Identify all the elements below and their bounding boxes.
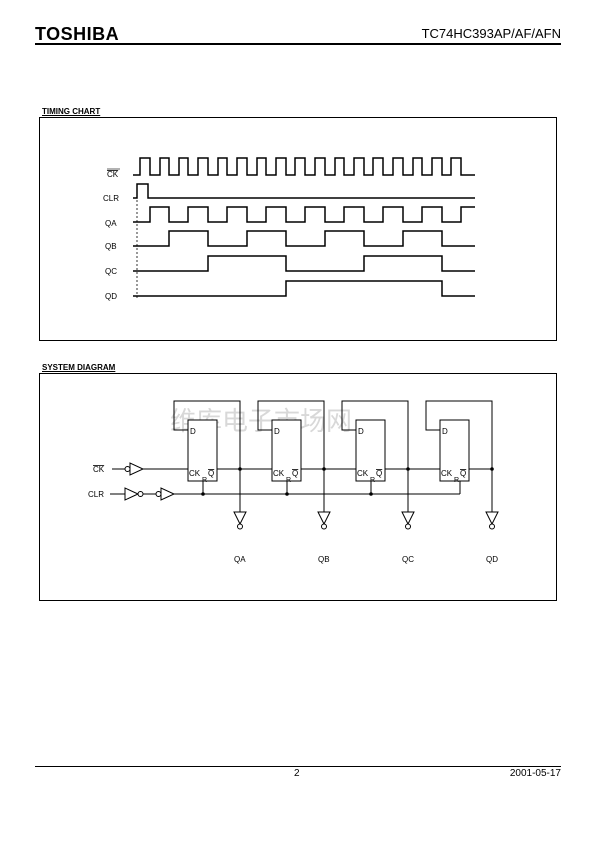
output-label-qd: QD — [486, 555, 498, 564]
ck-input-bubble — [124, 466, 131, 472]
svg-text:CK: CK — [189, 469, 201, 478]
svg-text:Q: Q — [292, 469, 298, 478]
svg-text:R: R — [202, 477, 207, 484]
brand-logo: TOSHIBA — [35, 24, 120, 44]
system-diagram-title: SYSTEM DIAGRAM — [42, 363, 116, 372]
clr-inverter-icon — [124, 487, 140, 501]
input-label-ck: CK — [93, 465, 105, 474]
waveform-qd — [133, 280, 475, 297]
timing-chart-frame — [39, 117, 557, 341]
timing-chart-title: TIMING CHART — [42, 107, 101, 116]
svg-text:D: D — [274, 427, 280, 436]
svg-text:CK: CK — [273, 469, 285, 478]
svg-text:Q: Q — [208, 469, 214, 478]
system-diagram-frame — [39, 373, 557, 601]
document-date: 2001-05-17 — [509, 768, 561, 779]
signal-label-qd: QD — [105, 292, 117, 301]
output-inverter-d-icon — [485, 511, 499, 526]
output-inverter-c-icon — [401, 511, 415, 526]
signal-label-qb: QB — [105, 242, 117, 251]
signal-label-clr: CLR — [103, 194, 119, 203]
output-inverter-b-icon — [317, 511, 331, 526]
svg-text:CK: CK — [357, 469, 369, 478]
flip-flop-b: D CK R Q — [257, 400, 356, 530]
output-label-qc: QC — [402, 555, 414, 564]
signal-label-qa: QA — [105, 219, 117, 228]
waveform-clr — [133, 183, 475, 199]
svg-text:Q: Q — [376, 469, 382, 478]
output-label-qb: QB — [318, 555, 330, 564]
clr-buffer-icon — [160, 487, 176, 501]
waveform-qb — [133, 230, 475, 247]
header-rule — [35, 43, 561, 45]
svg-text:Q: Q — [460, 469, 466, 478]
svg-text:R: R — [286, 477, 291, 484]
output-inverter-a-icon — [233, 511, 247, 526]
output-label-qa: QA — [234, 555, 246, 564]
waveform-ck — [133, 157, 475, 176]
signal-label-ck: CK — [107, 170, 119, 179]
waveform-qc — [133, 255, 475, 272]
page-number: 2 — [294, 768, 300, 779]
part-number: TC74HC393AP/AF/AFN — [421, 26, 561, 41]
footer-rule — [35, 766, 561, 767]
svg-text:CK: CK — [441, 469, 453, 478]
ck-buffer-icon — [129, 462, 145, 476]
svg-text:D: D — [442, 427, 448, 436]
flip-flop-a: D CK R Q — [173, 400, 272, 530]
svg-text:D: D — [190, 427, 196, 436]
svg-text:R: R — [454, 477, 459, 484]
flip-flop-c: D CK R Q — [341, 400, 440, 530]
clr-buffer-bubble — [155, 491, 162, 497]
flip-flop-d: D CK R Q — [425, 400, 499, 530]
input-label-clr: CLR — [88, 490, 104, 499]
signal-label-qc: QC — [105, 267, 117, 276]
svg-text:R: R — [370, 477, 375, 484]
svg-text:D: D — [358, 427, 364, 436]
clr-inverter-bubble — [137, 491, 144, 497]
waveform-qa — [133, 206, 475, 223]
